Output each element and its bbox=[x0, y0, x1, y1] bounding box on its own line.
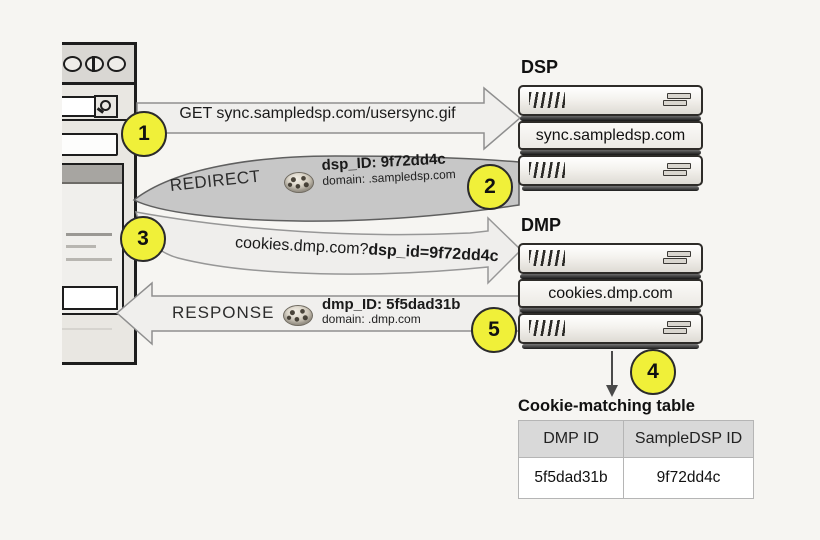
cookie-matching-table: DMP ID SampleDSP ID 5f5dad31b 9f72dd4c bbox=[518, 420, 754, 499]
content-header-band bbox=[62, 165, 122, 184]
dmp-title: DMP bbox=[521, 215, 561, 235]
cookie-icon bbox=[284, 172, 314, 193]
window-button-icon bbox=[63, 56, 82, 72]
dmp-cookie-id: dmp_ID: 5f5dad31b bbox=[322, 296, 461, 313]
server-base bbox=[522, 186, 699, 191]
page-title-bar bbox=[62, 133, 118, 156]
browser-titlebar bbox=[62, 45, 134, 85]
table-header-sampledsp-id: SampleDSP ID bbox=[623, 421, 753, 457]
store-arrow-head bbox=[606, 385, 618, 397]
step-badge-4: 4 bbox=[630, 349, 676, 395]
server-vents-icon bbox=[529, 320, 565, 336]
server-unit bbox=[518, 313, 703, 344]
step-badge-3: 3 bbox=[120, 216, 166, 262]
dmp-request-ribbon bbox=[134, 211, 523, 285]
response-arrow bbox=[115, 281, 521, 346]
window-button-icon bbox=[107, 56, 126, 72]
server-separator bbox=[520, 150, 701, 155]
table-row: 5f5dad31b 9f72dd4c bbox=[519, 457, 753, 498]
response-label: RESPONSE bbox=[172, 303, 275, 322]
text-line bbox=[66, 233, 112, 236]
text-line bbox=[66, 245, 96, 248]
dmp-host-band: cookies.dmp.com bbox=[518, 279, 703, 308]
text-line bbox=[62, 328, 112, 330]
server-unit bbox=[518, 243, 703, 274]
dmp-cookie-domain: domain: .dmp.com bbox=[322, 312, 421, 327]
server-badge-icon bbox=[663, 93, 691, 106]
server-base bbox=[522, 344, 699, 349]
dsp-title: DSP bbox=[521, 57, 559, 77]
server-separator bbox=[520, 274, 701, 279]
dmp-server-stack: DMP cookies.dmp.com bbox=[518, 215, 703, 349]
step-badge-2: 2 bbox=[467, 164, 513, 210]
table-cell-dmp-id: 5f5dad31b bbox=[519, 457, 624, 498]
server-vents-icon bbox=[529, 92, 565, 108]
server-badge-icon bbox=[663, 251, 691, 264]
server-separator bbox=[520, 116, 701, 121]
table-cell-sampledsp-id: 9f72dd4c bbox=[623, 457, 753, 498]
dsp-host-band: sync.sampledsp.com bbox=[518, 121, 703, 150]
cookie-icon bbox=[283, 305, 313, 326]
server-separator bbox=[520, 308, 701, 313]
server-vents-icon bbox=[529, 250, 565, 266]
window-button-icon bbox=[85, 56, 104, 72]
table-header-row: DMP ID SampleDSP ID bbox=[519, 421, 753, 457]
step-badge-1: 1 bbox=[121, 111, 167, 157]
table-header-dmp-id: DMP ID bbox=[519, 421, 624, 457]
server-badge-icon bbox=[663, 163, 691, 176]
text-line bbox=[66, 258, 112, 261]
server-vents-icon bbox=[529, 162, 565, 178]
get-arrow bbox=[136, 86, 522, 151]
server-badge-icon bbox=[663, 321, 691, 334]
search-icon bbox=[100, 100, 111, 111]
toolbar-divider bbox=[62, 119, 134, 121]
search-button[interactable] bbox=[94, 95, 118, 118]
server-unit bbox=[518, 155, 703, 186]
cookie-table-title: Cookie-matching table bbox=[518, 397, 695, 415]
dsp-server-stack: DSP sync.sampledsp.com bbox=[518, 57, 703, 191]
dmp-cookie-info: dmp_ID: 5f5dad31b domain: .dmp.com bbox=[322, 296, 460, 327]
get-request-label: GET sync.sampledsp.com/usersync.gif bbox=[179, 105, 456, 122]
browser-window bbox=[62, 42, 137, 365]
server-unit bbox=[518, 85, 703, 116]
content-input-box bbox=[62, 286, 118, 310]
step-badge-5: 5 bbox=[471, 307, 517, 353]
